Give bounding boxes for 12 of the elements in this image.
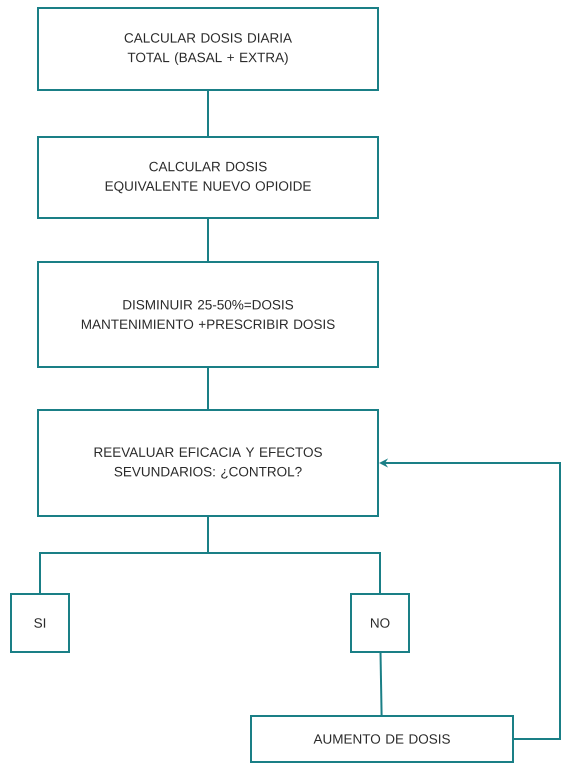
process-box: DISMINUIR 25-50%=DOSIS MANTENIMIENTO +PRESCRIBIR DOSIS: [37, 261, 379, 368]
process-box: CALCULAR DOSIS EQUIVALENTE NUEVO OPIOIDE: [37, 136, 379, 219]
process-box: SI: [10, 593, 70, 653]
process-box: NO: [350, 593, 410, 653]
connector: [380, 653, 383, 716]
process-box: CALCULAR DOSIS DIARIA TOTAL (BASAL + EXTRA): [37, 7, 379, 91]
process-box: AUMENTO DE DOSIS: [250, 715, 514, 763]
process-box: REEVALUAR EFICACIA Y EFECTOS SEVUNDARIOS: ¿CONTROL?: [37, 409, 379, 517]
connector: [207, 219, 209, 261]
connector: [207, 368, 209, 409]
connector: [207, 517, 381, 593]
connector: [207, 91, 209, 136]
